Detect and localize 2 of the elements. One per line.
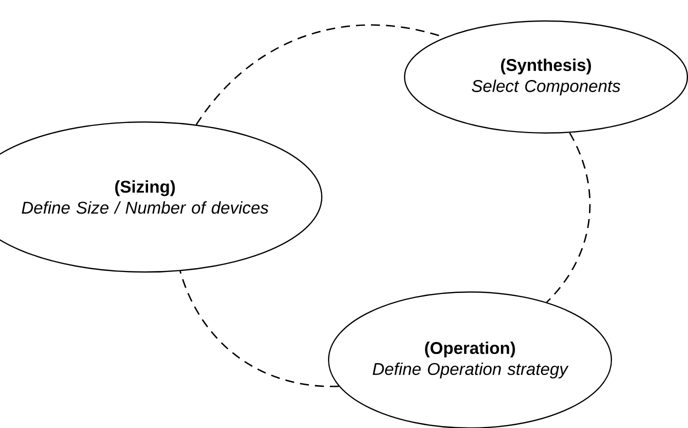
dashed-arc xyxy=(546,132,591,303)
dashed-arc xyxy=(179,270,339,388)
